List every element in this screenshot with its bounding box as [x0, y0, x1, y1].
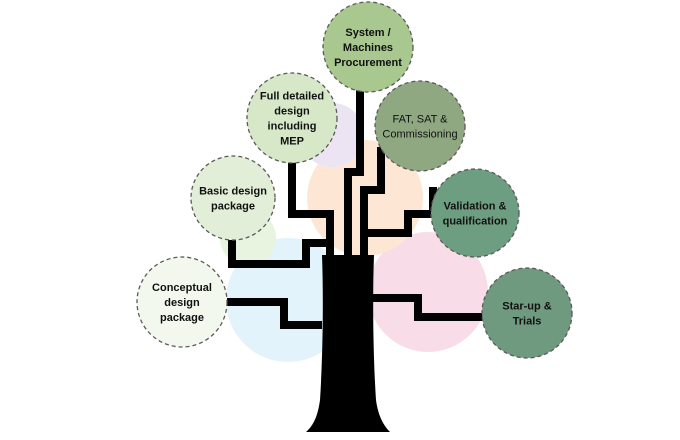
- blob-pink: [368, 232, 488, 352]
- node-label-line: qualification: [443, 216, 508, 228]
- process-nodes: Conceptual design package Basic design packa…: [136, 1, 573, 359]
- node-fat: FAT, SAT & Commissioning: [374, 80, 466, 172]
- branch-fat: [360, 147, 385, 262]
- node-circle: [430, 168, 520, 258]
- branch-startup: [365, 294, 484, 321]
- node-label-line: Trials: [513, 316, 542, 328]
- node-circle: [322, 1, 414, 93]
- node-label-line: Commissioning: [382, 129, 457, 141]
- node-circle: [136, 256, 228, 348]
- branch-full: [288, 160, 334, 262]
- node-label-line: MEP: [280, 136, 304, 148]
- node-circle: [246, 72, 338, 164]
- node-label-line: Basic design: [199, 186, 267, 198]
- node-label-line: design: [164, 297, 200, 309]
- node-label-line: design: [274, 106, 310, 118]
- node-basic: Basic design package: [190, 155, 276, 241]
- node-label-line: package: [160, 312, 204, 324]
- branch-system: [344, 90, 364, 262]
- node-label-line: FAT, SAT &: [392, 114, 448, 126]
- node-label-line: package: [211, 201, 255, 213]
- node-label-line: Validation &: [444, 201, 507, 213]
- node-label-line: including: [268, 121, 317, 133]
- node-label-line: Machines: [343, 42, 393, 54]
- node-validation: Validation & qualification: [430, 168, 520, 258]
- node-label-line: Full detailed: [260, 91, 324, 103]
- tree-trunk: [306, 255, 390, 432]
- node-label-line: Conceptual: [152, 282, 212, 294]
- node-startup: Star-up & Trials: [481, 267, 573, 359]
- node-label-line: System /: [345, 27, 390, 39]
- node-circle: [481, 267, 573, 359]
- node-label-line: Procurement: [334, 57, 402, 69]
- node-circle: [374, 80, 466, 172]
- node-conceptual: Conceptual design package: [136, 256, 228, 348]
- node-label-line: Star-up &: [502, 301, 552, 313]
- node-circle: [190, 155, 276, 241]
- branch-conceptual: [227, 298, 322, 329]
